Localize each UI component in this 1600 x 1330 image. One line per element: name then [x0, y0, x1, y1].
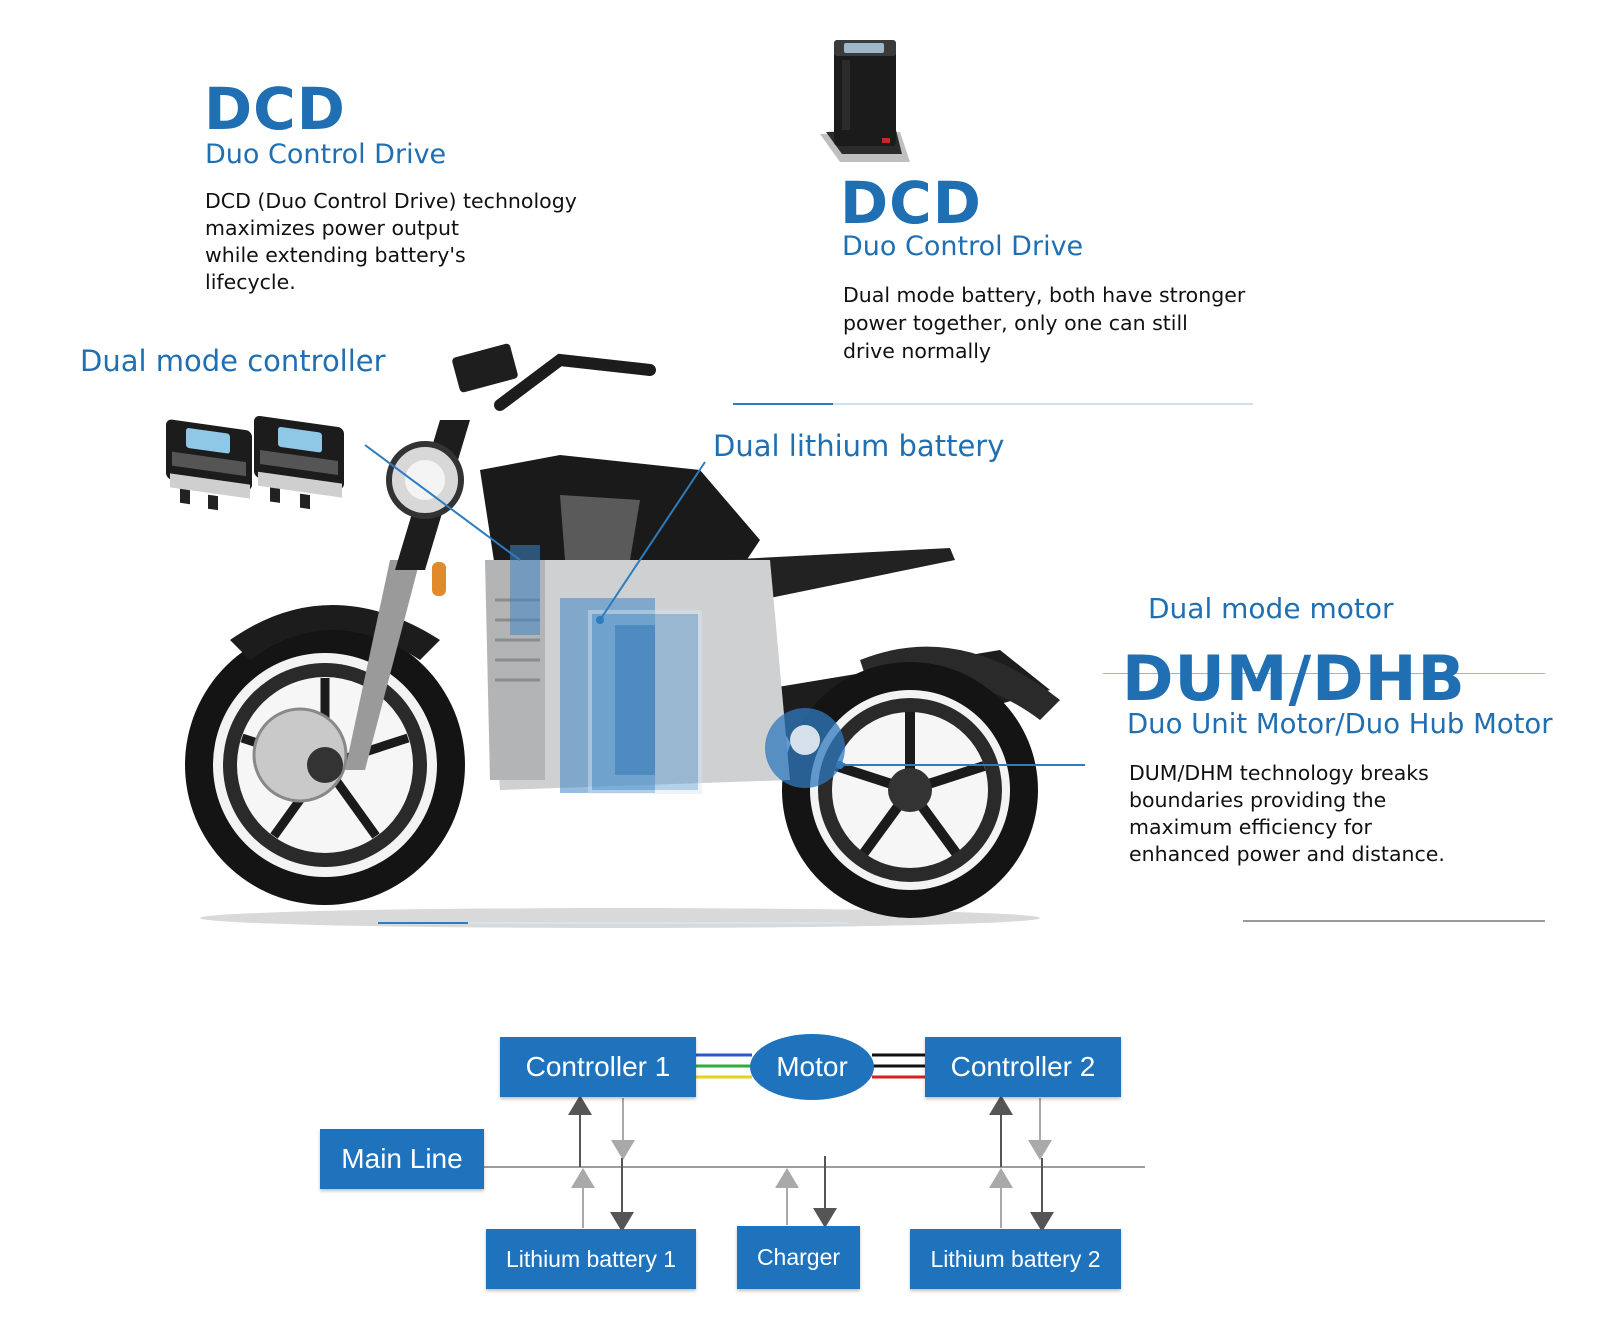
dum-dhb-title: DUM/DHB: [1122, 642, 1466, 715]
controller-1-box: Controller 1: [500, 1037, 696, 1097]
dcd-description-right: Dual mode battery, both have stronger po…: [843, 283, 1246, 363]
divider-bottom-left: [378, 922, 848, 924]
main-line-box: Main Line: [320, 1129, 484, 1189]
dual-lithium-battery-label: Dual lithium battery: [713, 429, 1005, 463]
dcd-subtitle-left: Duo Control Drive: [205, 139, 447, 170]
dum-dhb-subtitle: Duo Unit Motor/Duo Hub Motor: [1127, 708, 1553, 740]
dcd-title-right: DCD: [840, 169, 982, 237]
dcd-title-left: DCD: [204, 75, 346, 143]
battery-pack-image: [820, 40, 910, 162]
divider-right-top: [733, 403, 1253, 405]
motorcycle-illustration: [185, 343, 1085, 928]
dual-mode-motor-label: Dual mode motor: [1148, 592, 1394, 625]
divider-bottom-right: [1243, 920, 1545, 922]
dcd-subtitle-right: Duo Control Drive: [842, 231, 1084, 262]
divider-motor: [1103, 673, 1545, 674]
dual-controller-image: [166, 415, 344, 511]
dual-mode-controller-label: Dual mode controller: [80, 344, 386, 378]
dum-dhb-description: DUM/DHM technology breaks boundaries pro…: [1129, 761, 1445, 866]
controller-2-box: Controller 2: [925, 1037, 1121, 1097]
motor-node: Motor: [750, 1034, 874, 1100]
lithium-battery-1-box: Lithium battery 1: [486, 1229, 696, 1289]
dcd-description-left: DCD (Duo Control Drive) technology maxim…: [205, 189, 577, 294]
lithium-battery-2-box: Lithium battery 2: [910, 1229, 1121, 1289]
charger-box: Charger: [737, 1226, 860, 1289]
